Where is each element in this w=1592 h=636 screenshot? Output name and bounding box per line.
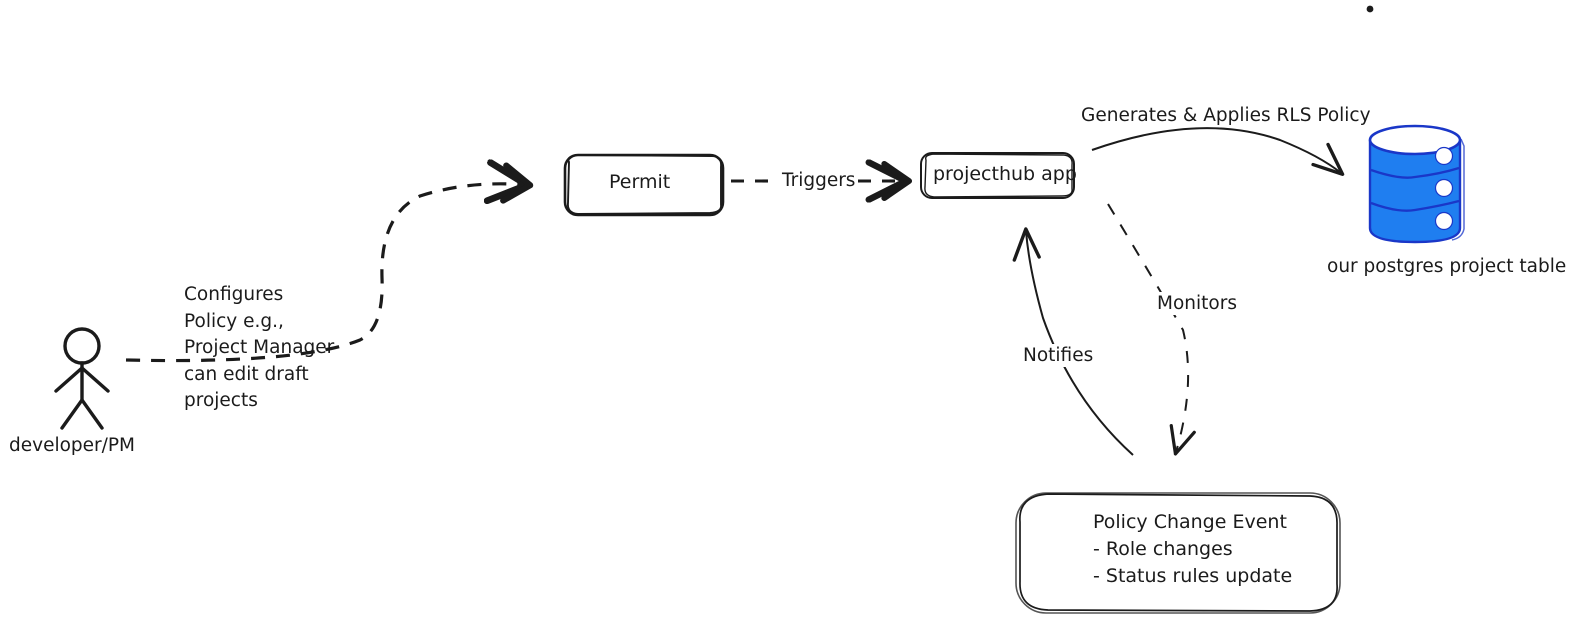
edge-label-configures: Configures Policy e.g., Project Manager … bbox=[184, 284, 335, 411]
node-permit[interactable] bbox=[563, 153, 725, 217]
edge-label-triggers: Triggers bbox=[779, 170, 859, 191]
stick-figure-icon bbox=[54, 327, 110, 430]
edge-configures bbox=[125, 184, 527, 363]
node-projecthub-app[interactable] bbox=[920, 152, 1075, 199]
policy-change-event-text: Policy Change Event - Role changes - Sta… bbox=[1093, 511, 1293, 587]
edge-label-monitors: Monitors bbox=[1154, 292, 1240, 315]
edge-label-generates-applies-rls: Generates & Applies RLS Policy bbox=[1081, 105, 1371, 126]
node-policy-change-event[interactable] bbox=[1015, 492, 1341, 614]
corner-dot-mark bbox=[1366, 5, 1374, 13]
node-database[interactable] bbox=[1368, 124, 1465, 244]
edge-label-notifies: Notifies bbox=[1020, 344, 1097, 367]
edge-generates-applies-rls bbox=[1091, 127, 1345, 176]
edge-notifies bbox=[1012, 227, 1134, 456]
edge-monitors bbox=[1107, 203, 1196, 456]
